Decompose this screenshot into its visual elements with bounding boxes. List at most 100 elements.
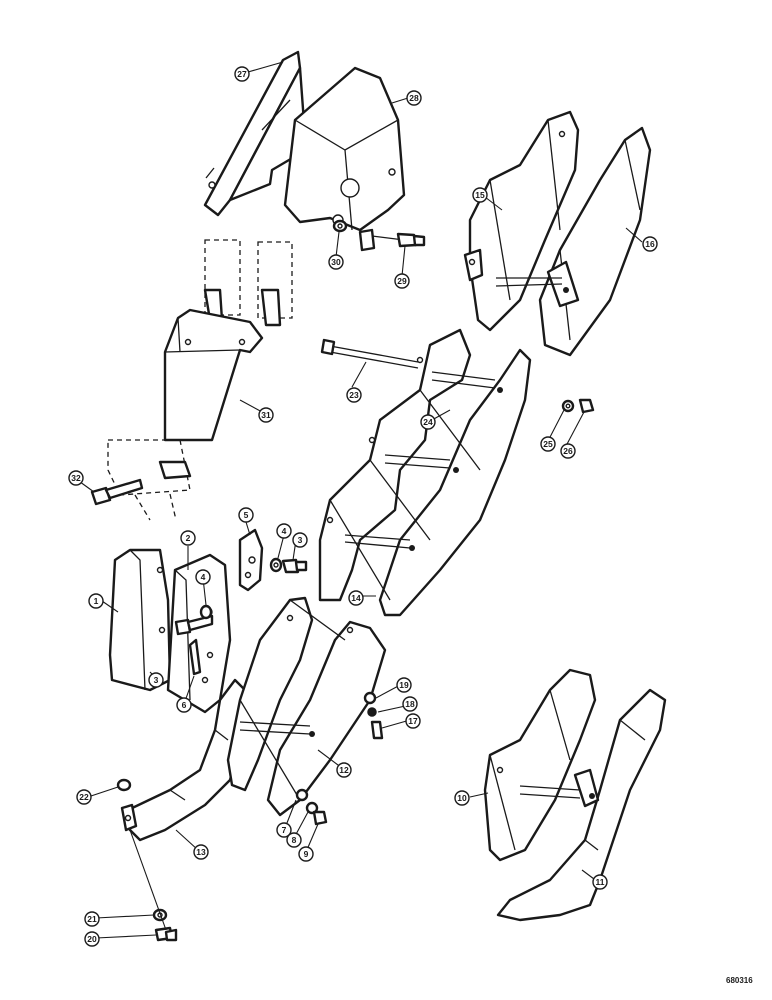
callout-12: 12	[336, 762, 352, 778]
callout-11: 11	[592, 874, 608, 890]
callout-16: 16	[642, 236, 658, 252]
svg-text:26: 26	[563, 446, 573, 456]
callout-20: 20	[84, 931, 100, 947]
svg-text:3: 3	[154, 675, 159, 685]
washer-4-lower	[199, 604, 213, 620]
part-16-shoe-right	[495, 126, 652, 357]
svg-text:32: 32	[71, 473, 81, 483]
svg-text:27: 27	[237, 69, 247, 79]
svg-text:1: 1	[94, 596, 99, 606]
svg-text:30: 30	[331, 257, 341, 267]
nut-25	[561, 399, 575, 413]
svg-text:28: 28	[409, 93, 419, 103]
bolt-6	[188, 638, 202, 676]
callout-31: 31	[258, 407, 274, 423]
bolt-32	[90, 478, 144, 506]
svg-text:19: 19	[399, 680, 409, 690]
callout-19: 19	[396, 677, 412, 693]
callout-14: 14	[348, 590, 364, 606]
callout-21: 21	[84, 911, 100, 927]
washer-8	[305, 801, 319, 815]
part-28-shield	[283, 66, 406, 252]
svg-text:11: 11	[596, 877, 605, 887]
callout-27: 27	[234, 66, 250, 82]
callout-22: 22	[76, 789, 92, 805]
svg-text:10: 10	[457, 793, 467, 803]
callout-2: 2	[180, 530, 196, 546]
callout-4-upper: 4	[276, 523, 292, 539]
callout-17: 17	[405, 713, 421, 729]
washer-22	[116, 778, 132, 792]
callout-29: 29	[394, 273, 410, 289]
drawing-reference-code: 680316	[726, 976, 753, 985]
washer-4-upper	[269, 557, 283, 573]
callout-3-upper: 3	[292, 532, 308, 548]
nut-26	[578, 398, 595, 414]
washer-7	[295, 788, 309, 802]
svg-text:21: 21	[87, 914, 97, 924]
svg-text:16: 16	[645, 239, 655, 249]
svg-text:4: 4	[282, 526, 287, 536]
svg-text:18: 18	[405, 699, 415, 709]
callout-15: 15	[472, 187, 488, 203]
callout-8: 8	[286, 832, 302, 848]
callout-7: 7	[276, 822, 292, 838]
svg-text:23: 23	[349, 390, 359, 400]
svg-text:17: 17	[408, 716, 418, 726]
svg-text:20: 20	[87, 934, 97, 944]
svg-text:2: 2	[186, 533, 191, 543]
svg-text:9: 9	[304, 849, 309, 859]
nut-9	[312, 810, 328, 826]
svg-text:7: 7	[282, 825, 287, 835]
bolt-17	[370, 720, 384, 740]
washer-30	[332, 219, 348, 233]
part-27-side-plate	[203, 50, 308, 217]
callout-13: 13	[193, 844, 209, 860]
part-15-shoe-left	[463, 110, 580, 332]
svg-text:5: 5	[244, 510, 249, 520]
callout-5: 5	[238, 507, 254, 523]
svg-text:14: 14	[351, 593, 361, 603]
svg-text:25: 25	[543, 439, 553, 449]
callout-1: 1	[88, 593, 104, 609]
callout-6: 6	[176, 697, 192, 713]
part-14-frame	[318, 328, 532, 617]
callout-3-lower: 3	[148, 672, 164, 688]
callout-32: 32	[68, 470, 84, 486]
svg-text:13: 13	[196, 847, 206, 857]
part-11-shank	[496, 688, 667, 922]
callout-10: 10	[454, 790, 470, 806]
bolt-20	[129, 829, 178, 942]
svg-text:15: 15	[475, 190, 485, 200]
callout-18: 18	[402, 696, 418, 712]
washer-18	[367, 707, 377, 717]
callout-23: 23	[346, 387, 362, 403]
washer-19	[363, 691, 377, 705]
svg-text:8: 8	[292, 835, 297, 845]
part-5-clip	[238, 528, 264, 592]
callout-24: 24	[420, 414, 436, 430]
callout-30: 30	[328, 254, 344, 270]
callout-26: 26	[560, 443, 576, 459]
svg-text:3: 3	[298, 535, 303, 545]
svg-text:12: 12	[339, 765, 349, 775]
part-1-wear-block	[108, 548, 172, 692]
part-12-shoe-frame	[226, 596, 387, 817]
svg-text:4: 4	[201, 572, 206, 582]
svg-text:6: 6	[182, 700, 187, 710]
svg-text:22: 22	[79, 792, 89, 802]
washer-21	[152, 908, 168, 922]
callout-25: 25	[540, 436, 556, 452]
bolt-29	[371, 232, 426, 248]
part-10-shoe	[483, 668, 597, 862]
callout-9: 9	[298, 846, 314, 862]
callout-4-lower: 4	[195, 569, 211, 585]
svg-text:31: 31	[261, 410, 271, 420]
svg-text:24: 24	[423, 417, 433, 427]
callout-28: 28	[406, 90, 422, 106]
part-31-adapter-plate	[107, 239, 293, 521]
svg-text:29: 29	[397, 276, 407, 286]
bolt-23	[320, 338, 419, 369]
bolt-3-upper	[281, 558, 308, 574]
